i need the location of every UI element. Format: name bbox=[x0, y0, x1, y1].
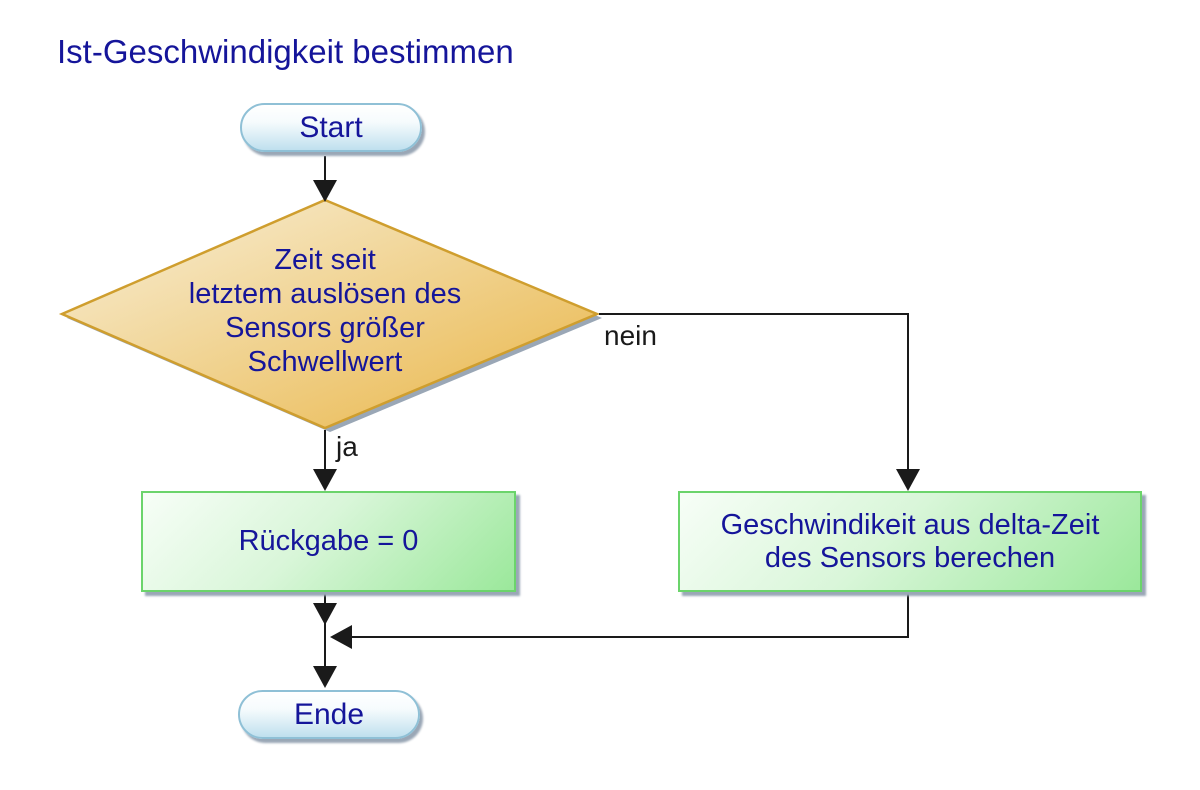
node-end-label: Ende bbox=[293, 697, 365, 731]
decision-node-diamond bbox=[58, 198, 601, 430]
arrowhead-left-icon bbox=[330, 625, 352, 649]
arrowhead-down-icon bbox=[313, 469, 337, 491]
diagram-title: Ist-Geschwindigkeit bestimmen bbox=[57, 33, 514, 70]
node-start-label: Start bbox=[299, 110, 363, 144]
edge-decision-to-process-left bbox=[313, 430, 337, 491]
node-decision-label: Zeit seit letztem auslösen des Sensors g… bbox=[188, 244, 462, 378]
node-process-geschwindigkeit: Geschwindikeit aus delta-Zeit des Sensor… bbox=[678, 491, 1142, 592]
edge-process-left-to-end bbox=[313, 593, 337, 688]
node-start: Start bbox=[240, 103, 422, 152]
arrowhead-down-icon bbox=[313, 603, 337, 625]
node-process-geschwindigkeit-label: Geschwindikeit aus delta-Zeit des Sensor… bbox=[720, 508, 1100, 574]
edge-label-ja: ja bbox=[336, 431, 358, 462]
edge-process-right-to-merge bbox=[330, 593, 909, 649]
edge-start-to-decision bbox=[313, 156, 337, 202]
node-process-rueckgabe-label: Rückgabe = 0 bbox=[238, 525, 419, 557]
edge-label-nein: nein bbox=[604, 320, 657, 351]
node-process-rueckgabe: Rückgabe = 0 bbox=[141, 491, 516, 592]
node-end: Ende bbox=[238, 690, 420, 739]
arrowhead-down-icon bbox=[896, 469, 920, 491]
arrowhead-down-icon bbox=[313, 180, 337, 202]
edge-decision-to-process-right bbox=[599, 313, 920, 491]
arrowhead-down-icon bbox=[313, 666, 337, 688]
